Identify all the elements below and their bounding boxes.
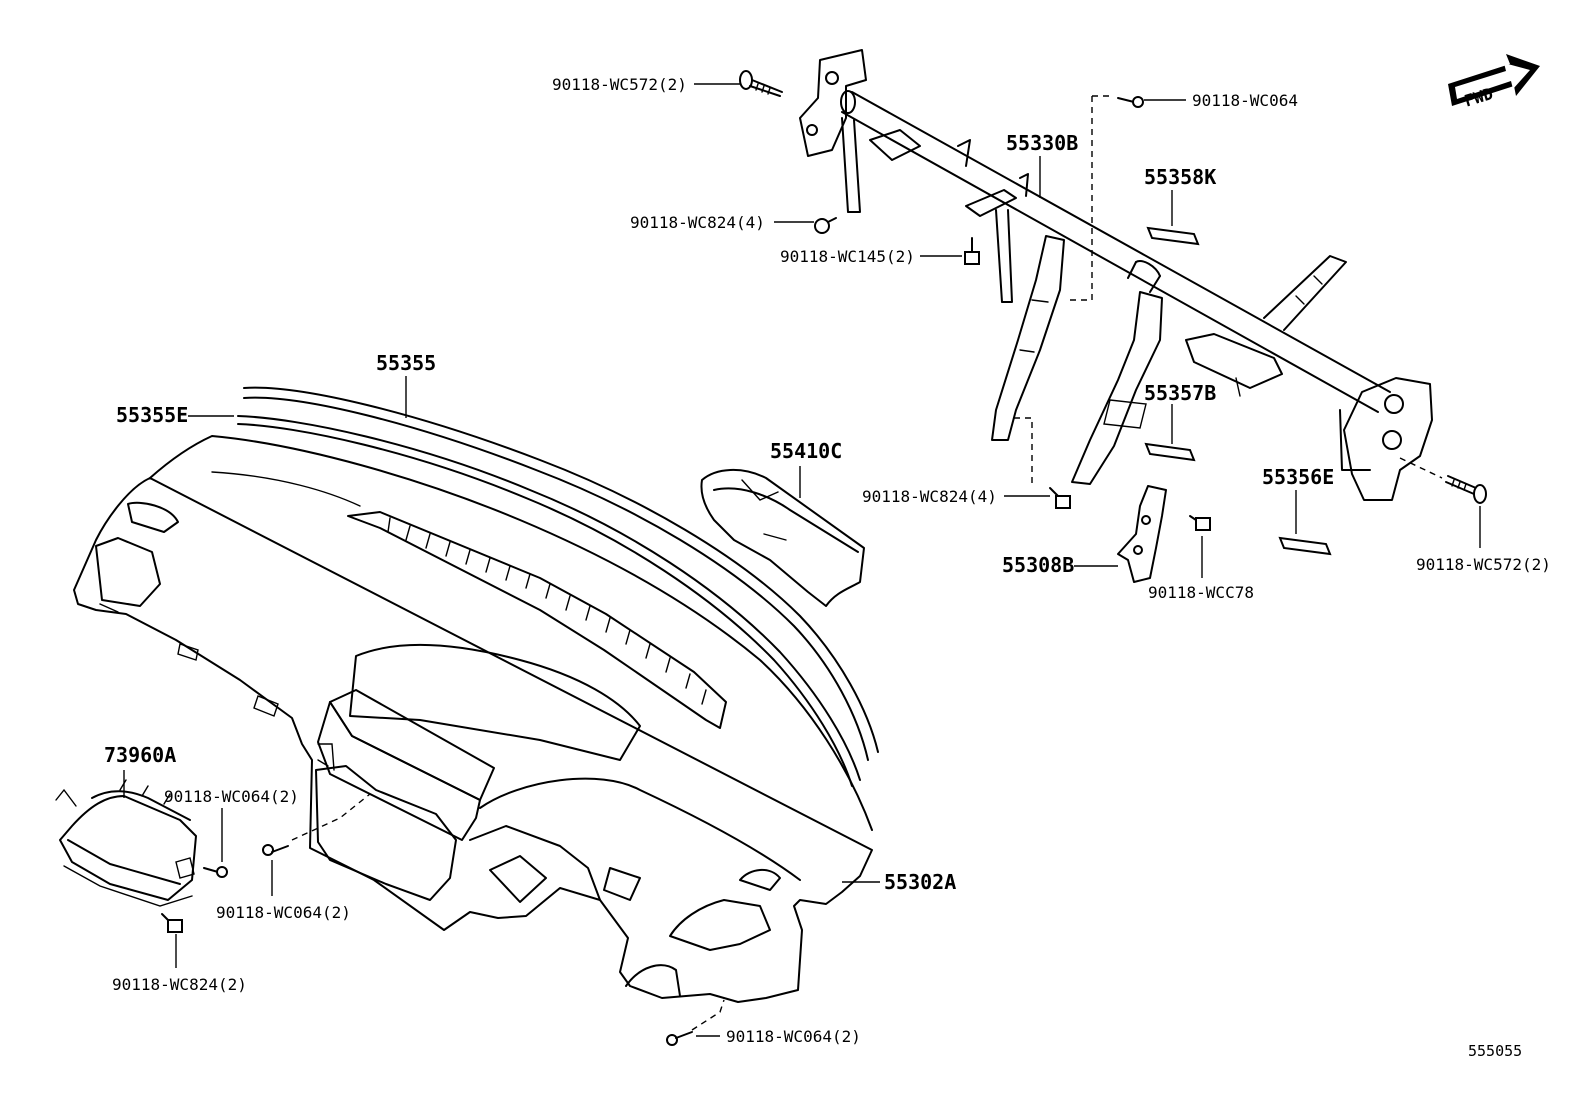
label-55355e: 55355E bbox=[116, 403, 188, 427]
label-55357b: 55357B bbox=[1144, 381, 1216, 405]
label-90118-wc572-top: 90118-WC572(2) bbox=[552, 75, 687, 94]
label-55410c: 55410C bbox=[770, 439, 842, 463]
screw-icon bbox=[666, 1031, 693, 1046]
defroster-grille-hatch bbox=[387, 517, 707, 705]
label-55330b: 55330B bbox=[1006, 131, 1078, 155]
leader-lines bbox=[123, 83, 1481, 1037]
absorber-pads bbox=[1144, 226, 1332, 556]
label-90118-wc824-a: 90118-WC824(4) bbox=[630, 213, 765, 232]
bolt-icon bbox=[1445, 475, 1487, 504]
label-90118-wc064-c: 90118-WC064(2) bbox=[726, 1027, 861, 1046]
molding-strips bbox=[237, 386, 879, 787]
instrument-panel-reinforcement bbox=[799, 49, 1433, 501]
label-55355: 55355 bbox=[376, 351, 436, 375]
label-90118-wc064-a: 90118-WC064(2) bbox=[164, 787, 299, 806]
label-73960a: 73960A bbox=[104, 743, 176, 767]
label-90118-wc572-right: 90118-WC572(2) bbox=[1416, 555, 1551, 574]
nut-icon bbox=[1189, 515, 1211, 531]
label-55302a: 55302A bbox=[884, 870, 956, 894]
brace-55308b bbox=[1117, 485, 1167, 583]
label-90118-wc824-b: 90118-WC824(4) bbox=[862, 487, 997, 506]
diagram-reference-number: 555055 bbox=[1468, 1042, 1522, 1060]
screw-icon bbox=[262, 844, 289, 856]
bolt-icon bbox=[964, 237, 980, 265]
instrument-panel-55302a bbox=[73, 435, 873, 1003]
part-labels: 90118-WC572(2) 90118-WC064 55330B 55358K… bbox=[104, 75, 1551, 1060]
label-90118-wc064-b: 90118-WC064(2) bbox=[216, 903, 351, 922]
label-90118-wc145: 90118-WC145(2) bbox=[780, 247, 915, 266]
fwd-arrow-icon: FWD bbox=[1448, 54, 1540, 111]
screw-icon bbox=[203, 866, 228, 878]
bolt-icon bbox=[739, 70, 783, 97]
bolt-icon bbox=[161, 913, 183, 933]
bolt-icon bbox=[1049, 487, 1071, 509]
label-90118-wcc78: 90118-WCC78 bbox=[1148, 583, 1254, 602]
duct-55410c bbox=[700, 468, 865, 607]
label-55308b: 55308B bbox=[1002, 553, 1074, 577]
bolt-icon bbox=[814, 217, 837, 234]
label-55358k: 55358K bbox=[1144, 165, 1216, 189]
fasteners bbox=[161, 70, 1487, 1046]
screw-icon bbox=[1117, 96, 1144, 108]
label-55356e: 55356E bbox=[1262, 465, 1334, 489]
label-90118-wc824-c: 90118-WC824(2) bbox=[112, 975, 247, 994]
label-90118-wc064-top: 90118-WC064 bbox=[1192, 91, 1298, 110]
